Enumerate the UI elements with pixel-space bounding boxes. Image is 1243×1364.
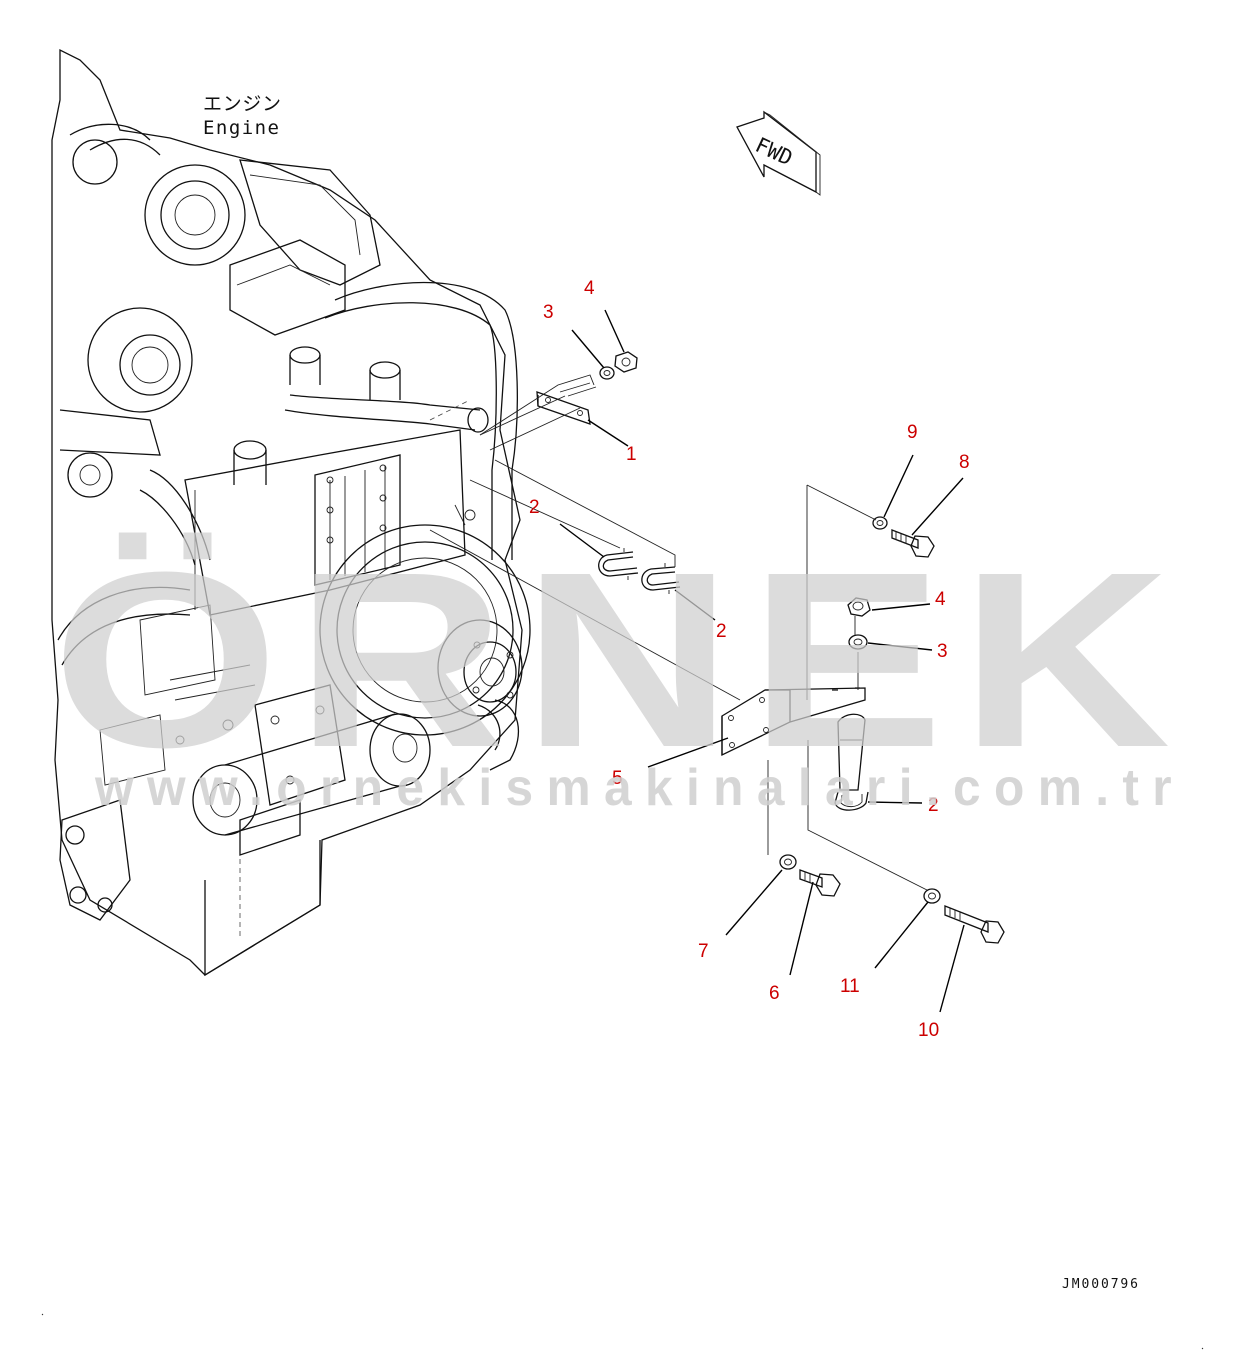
part-1-plate [536,382,597,425]
engine-label-japanese: エンジン [203,93,281,115]
engine-label-english: Engine [203,117,279,139]
callout-2-upper-left: 2 [529,497,540,518]
assembly-lines [429,374,928,891]
callout-1: 1 [626,444,637,465]
callout-2-lower: 2 [928,795,939,816]
forward-direction-arrow-icon: FWD [736,110,821,196]
callout-5: 5 [612,768,623,789]
part-7-washer [779,854,797,870]
part-3-washer-upper [599,366,615,380]
part-10-bolt [944,905,1005,944]
callout-10: 10 [918,1020,939,1041]
part-2-u-bolt-right [641,563,681,594]
part-3-washer-lower [848,634,868,650]
callout-4-lower: 4 [935,589,946,610]
pipe-section [837,713,866,791]
callout-4-upper: 4 [584,278,595,299]
engine-drawing [51,48,531,977]
callout-2-upper-right: 2 [716,621,727,642]
part-4-nut-lower [847,597,871,617]
part-2-u-bolt-left [598,548,639,580]
callout-3-upper: 3 [543,302,554,323]
callout-8: 8 [959,452,970,473]
part-4-nut-upper [614,351,638,373]
callout-11: 11 [840,976,860,997]
callout-7: 7 [698,941,709,962]
callout-9: 9 [907,422,918,443]
watermark-brand: ÖRNEK [52,520,1187,799]
part-2-u-bolt-lower [834,791,869,811]
leader-lines [559,309,965,1013]
callout-3-lower: 3 [937,641,948,662]
callout-6: 6 [769,983,780,1004]
part-9-washer [872,516,888,530]
part-5-bracket [721,687,866,757]
watermark-url: www.ornekismakinalari.com.tr [94,759,1185,817]
svg-text:FWD: FWD [752,133,797,171]
drawing-number: JM000796 [1062,1277,1138,1292]
part-11-washer [923,888,941,904]
part-8-bolt [891,529,935,558]
part-6-bolt [799,869,841,897]
